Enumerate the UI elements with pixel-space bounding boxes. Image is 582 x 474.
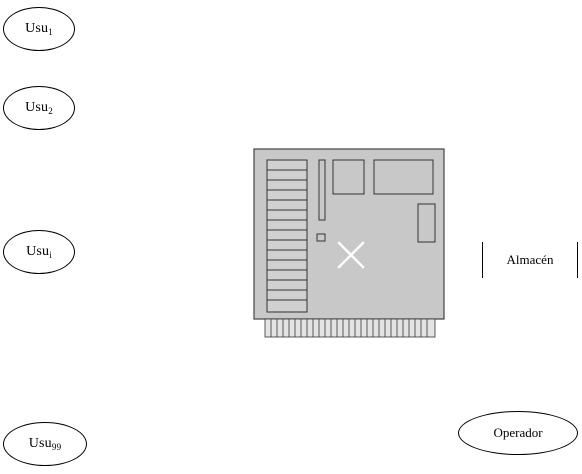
user-99-node: Usu99 <box>3 422 87 466</box>
user-2-node: Usu2 <box>3 86 75 130</box>
small-chip <box>316 233 326 242</box>
circuit-board-icon <box>253 148 445 338</box>
user-i-label: Usui <box>26 244 52 260</box>
edge-connector <box>264 318 436 338</box>
data-store-label: Almacén <box>506 252 554 267</box>
user-1-label: Usu1 <box>25 21 53 37</box>
data-store: Almacén <box>482 242 578 278</box>
right-chip <box>417 203 436 243</box>
memory-block <box>266 159 308 313</box>
operator-label: Operador <box>493 425 543 440</box>
user-2-label: Usu2 <box>25 100 53 116</box>
user-i-node: Usui <box>3 230 75 274</box>
cross-mark-icon <box>337 241 365 269</box>
user-1-node: Usu1 <box>3 7 75 51</box>
user-99-label: Usu99 <box>28 436 62 452</box>
square-chip <box>332 159 365 195</box>
vertical-chip <box>318 159 326 221</box>
operator-node: Operador <box>458 411 578 455</box>
wide-chip <box>373 159 434 195</box>
